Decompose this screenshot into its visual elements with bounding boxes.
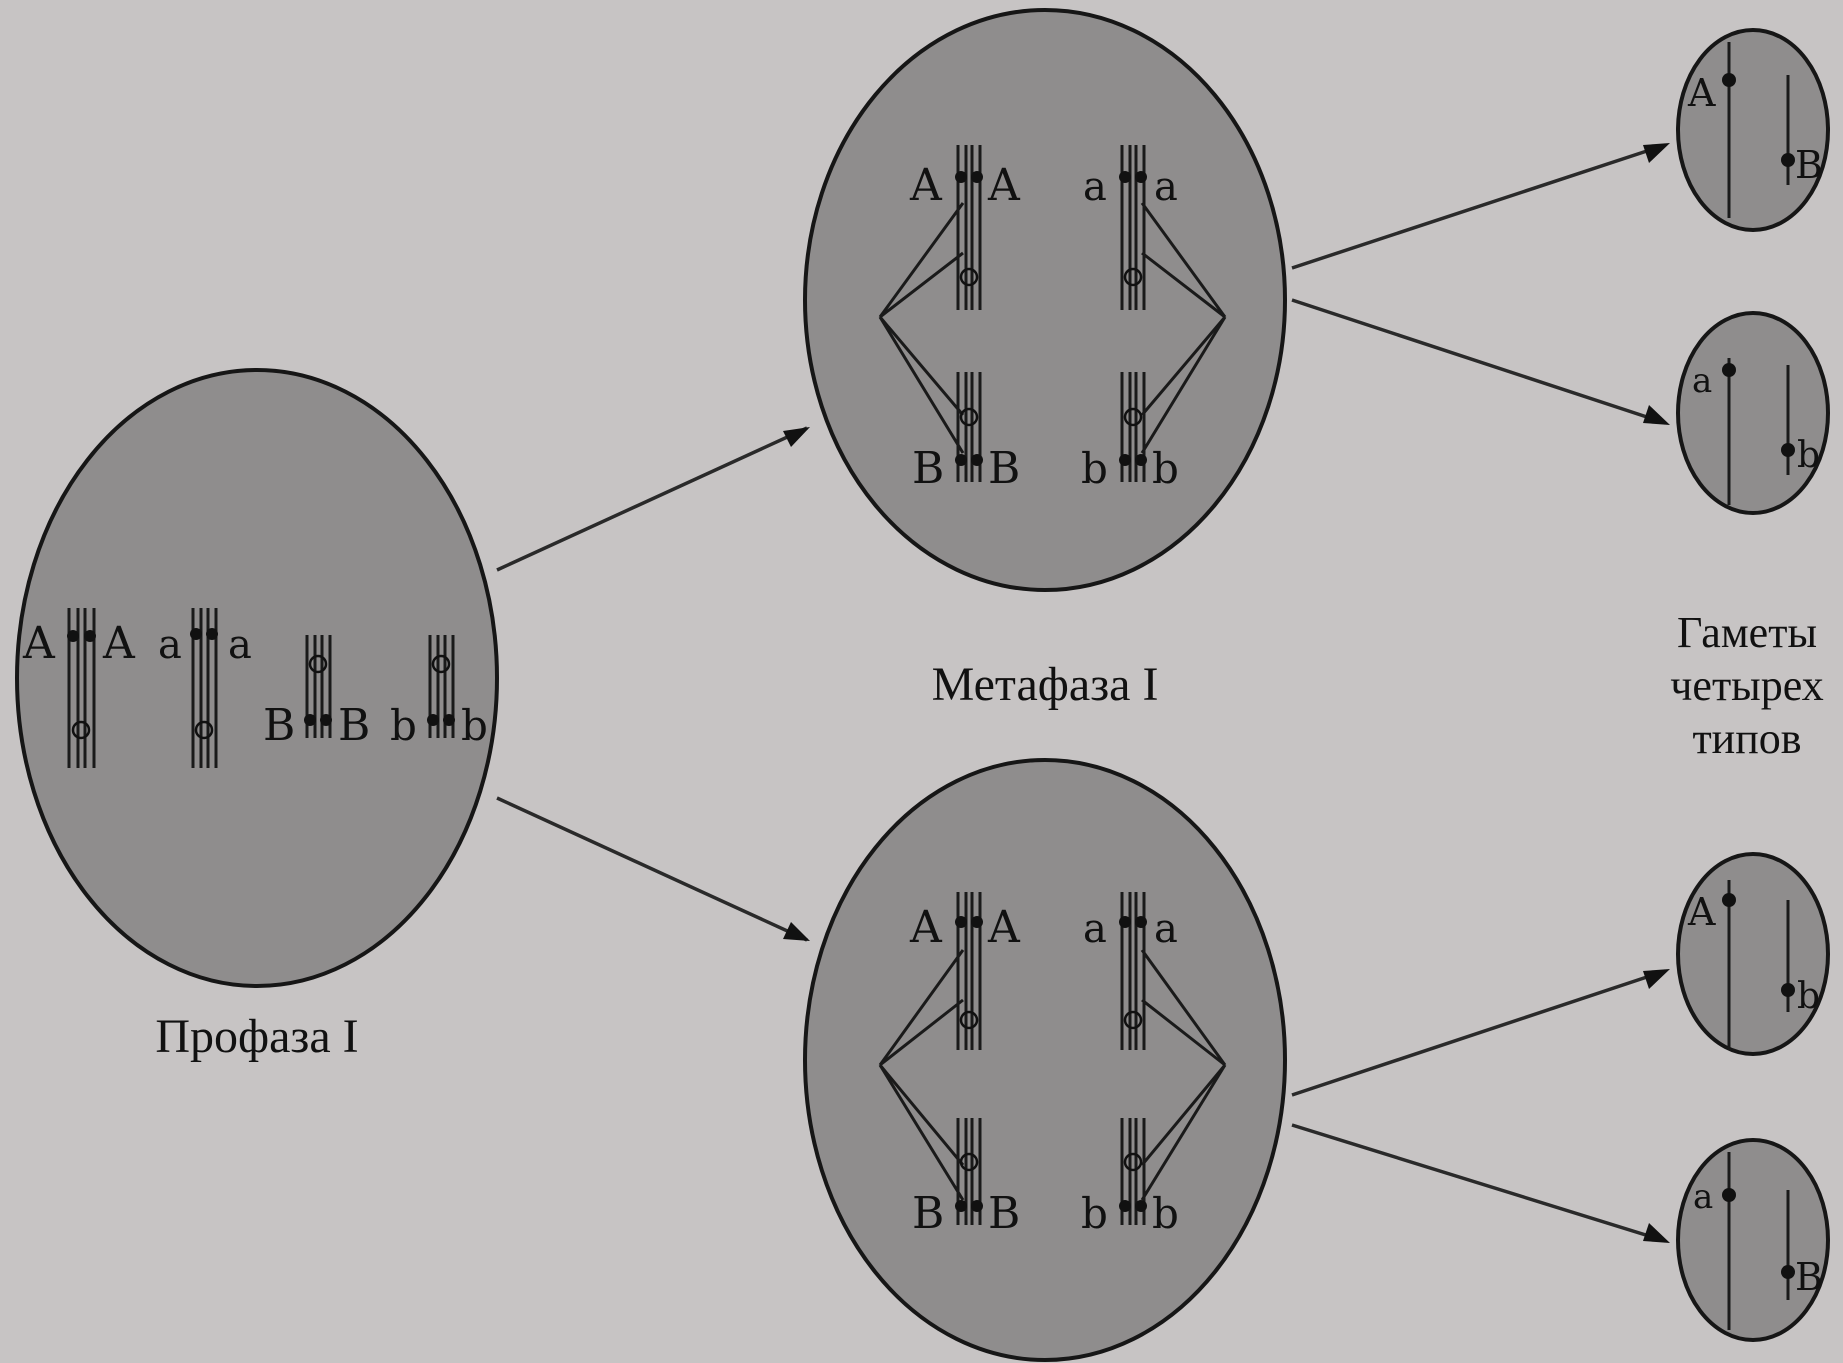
chromosome-pair-a-upper: A A [22, 608, 136, 768]
chromosome-pair-a-upper: A A [909, 892, 1021, 1050]
allele-label: B [912, 1188, 944, 1239]
allele-label: a [1083, 164, 1107, 210]
allele-label: B [988, 443, 1020, 494]
spindle-right [1140, 949, 1227, 1201]
arrows [496, 143, 1670, 1243]
chromosome-pair-a-lower: a a [158, 608, 252, 768]
prophase-label: Профаза I [155, 1010, 358, 1063]
chromosome-pair-b-upper: B B [912, 372, 1020, 494]
gamete-allele: B [1795, 1255, 1823, 1299]
arrow-prophase-to-metaphase-top [496, 426, 808, 572]
arrow-to-gamete-2 [1291, 298, 1666, 425]
spindle-left [878, 202, 965, 454]
allele-label: A [987, 902, 1021, 953]
gamete-allele: b [1797, 435, 1820, 476]
chromosome-pair-a-upper: A A [909, 145, 1021, 310]
allele-label: B [912, 443, 944, 494]
chromosome-pair-b-lower: b b [1081, 1118, 1179, 1238]
gamete-3: A b [1676, 852, 1830, 1056]
allele-label: a [228, 622, 252, 668]
spindle-left [878, 949, 965, 1201]
allele-label: b [1081, 1189, 1108, 1238]
arrow-to-gamete-4 [1291, 1123, 1666, 1243]
chromosome-pair-b-upper: B B [912, 1118, 1020, 1239]
arrow-to-gamete-3 [1291, 969, 1666, 1097]
allele-label: a [158, 622, 182, 668]
arrow-prophase-to-metaphase-bottom [496, 796, 808, 942]
gamete-allele: A [1687, 890, 1716, 934]
gamete-allele: b [1797, 976, 1820, 1017]
gametes-label-line: четырех [1670, 661, 1823, 710]
chromosome-pair-b-lower: b b [390, 635, 488, 750]
chromosome-pair-b-upper: B B [263, 635, 370, 751]
spindle-right [1140, 202, 1227, 454]
allele-label: a [1083, 906, 1107, 952]
allele-label: A [987, 160, 1021, 211]
chromosome-pair-a-lower: a a [1083, 892, 1178, 1050]
gamete-4: a B [1676, 1138, 1830, 1342]
allele-label: b [461, 701, 488, 750]
allele-label: b [1081, 444, 1108, 493]
gamete-allele: A [1687, 71, 1716, 115]
allele-label: a [1154, 164, 1178, 210]
gamete-allele: B [1795, 143, 1823, 187]
allele-label: B [263, 700, 295, 751]
metaphase-top-cell: A A a a B B [803, 8, 1287, 592]
prophase-cell: A A a a B B [15, 368, 499, 988]
metaphase-label: Метафаза I [932, 658, 1159, 711]
gamete-allele: a [1693, 1177, 1713, 1217]
chromosome-pair-b-lower: b b [1081, 372, 1179, 493]
allele-label: b [1152, 444, 1179, 493]
arrow-to-gamete-1 [1291, 143, 1666, 270]
gametes-label: Гаметы четырех типов [1670, 608, 1823, 763]
metaphase-bottom-cell: A A a a B B [803, 758, 1287, 1362]
allele-label: a [1154, 906, 1178, 952]
allele-label: B [988, 1188, 1020, 1239]
allele-label: b [1152, 1189, 1179, 1238]
chromosome-pair-a-lower: a a [1083, 145, 1178, 310]
allele-label: A [22, 618, 56, 669]
gametes-label-line: типов [1692, 714, 1801, 763]
allele-label: A [909, 902, 943, 953]
gamete-2: a b [1676, 311, 1830, 515]
gamete-1: A B [1676, 28, 1830, 232]
allele-label: b [390, 701, 417, 750]
allele-label: B [338, 700, 370, 751]
allele-label: A [102, 618, 136, 669]
gametes-label-line: Гаметы [1677, 608, 1817, 657]
gamete-allele: a [1692, 361, 1712, 401]
allele-label: A [909, 160, 943, 211]
